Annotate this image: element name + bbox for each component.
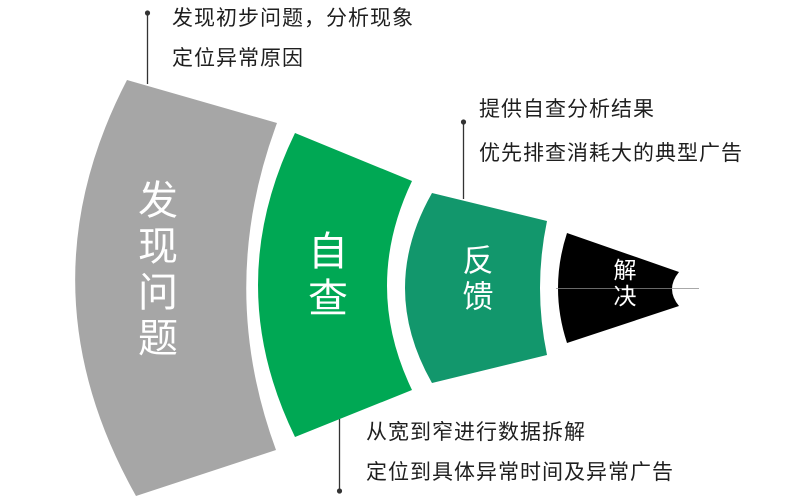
stage-shape-feedback bbox=[405, 193, 547, 383]
callout-bottom bbox=[336, 419, 343, 494]
annotation-line: 从宽到窄进行数据拆解 bbox=[366, 420, 586, 444]
stage-shape-discover-problem bbox=[75, 80, 277, 496]
stage-label-discover-problem: 发现问题 bbox=[131, 179, 177, 363]
annotation-line: 提供自查分析结果 bbox=[479, 97, 655, 121]
stage-label-self-check: 自查 bbox=[301, 230, 347, 324]
annotation-top-left: 发现初步问题，分析现象 定位异常原因 bbox=[172, 0, 414, 78]
annotation-line: 优先排查消耗大的典型广告 bbox=[479, 141, 743, 165]
callout-dot bbox=[460, 119, 467, 125]
stage-label-resolve: 解决 bbox=[609, 258, 635, 310]
stage-shape-self-check bbox=[258, 133, 412, 437]
annotation-line: 定位异常原因 bbox=[172, 46, 304, 70]
callout-top-middle bbox=[460, 119, 467, 199]
callout-dot bbox=[144, 10, 151, 16]
callout-top-left bbox=[144, 10, 151, 84]
annotation-line: 定位到具体异常时间及异常广告 bbox=[366, 460, 674, 484]
annotation-top-middle: 提供自查分析结果 优先排查消耗大的典型广告 bbox=[479, 87, 743, 175]
stage-label-feedback: 反馈 bbox=[456, 244, 493, 316]
annotation-bottom: 从宽到窄进行数据拆解 定位到具体异常时间及异常广告 bbox=[366, 412, 674, 492]
annotation-line: 发现初步问题，分析现象 bbox=[172, 6, 414, 30]
callout-dot bbox=[336, 488, 343, 494]
